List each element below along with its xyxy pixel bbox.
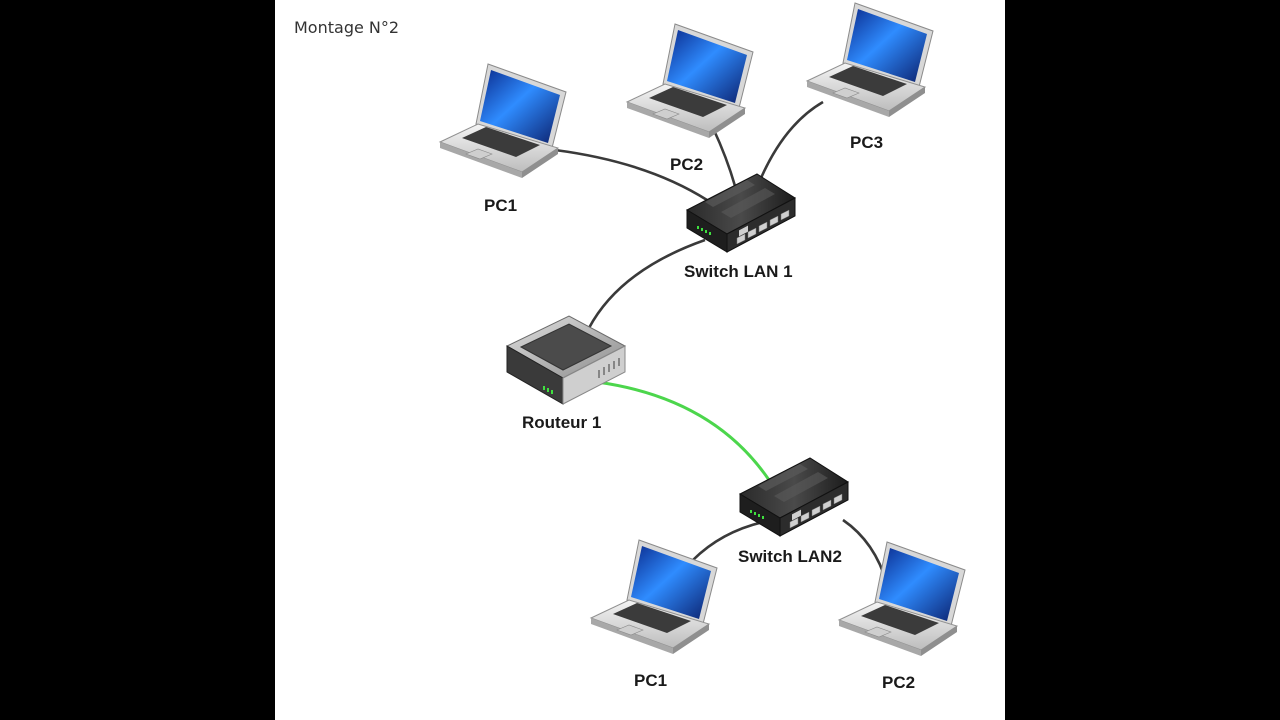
cable-switch2-pc1 [692,520,764,561]
router-icon [506,315,626,405]
diagram-canvas: Montage N°2 PC1 PC2 PC3 Switch LAN 1 Rou… [275,0,1005,720]
label-switch-lan1: Switch LAN 1 [684,262,793,281]
laptop-icon-pc2-lan1 [626,23,754,139]
cable-pc3-switch1 [759,100,824,179]
laptop-icon-pc2-lan2 [838,541,966,657]
label-pc1-lan2: PC1 [634,671,668,690]
cable-pc1-switch1 [554,148,708,202]
label-router: Routeur 1 [522,413,602,432]
laptop-icon-pc3-lan1 [806,2,934,118]
label-pc1-lan1: PC1 [484,196,518,215]
laptop-icon-pc1-lan2 [590,539,718,655]
laptop-icon-pc1-lan1 [439,63,567,179]
label-switch-lan2: Switch LAN2 [738,547,842,566]
cable-switch1-router [587,238,706,329]
label-pc2-lan2: PC2 [882,673,916,692]
label-pc2-lan1: PC2 [670,155,704,174]
cable-router-switch2 [596,380,771,481]
cable-pc2-switch1 [711,127,737,187]
diagram-title: Montage N°2 [294,18,400,37]
network-diagram [439,2,966,657]
label-pc3-lan1: PC3 [850,133,884,152]
